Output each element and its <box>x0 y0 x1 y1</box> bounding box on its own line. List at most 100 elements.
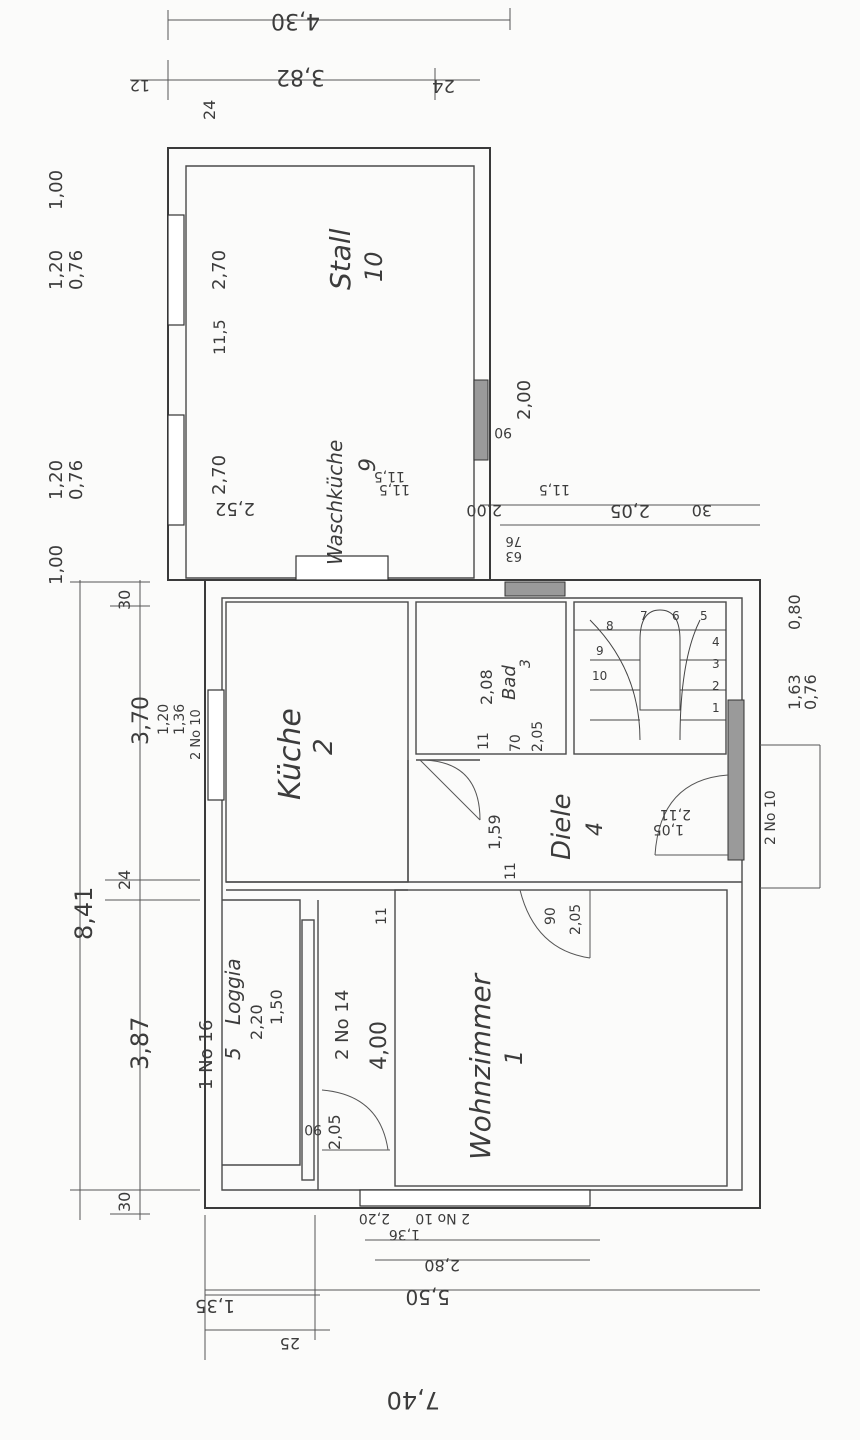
dim-top-total: 4,30 <box>271 8 320 33</box>
room-waschkuche-number: 9 <box>356 458 381 472</box>
room-wohnzimmer-d2: 11 <box>374 907 390 925</box>
bottom-dimensions: 2,80 5,50 1,35 25 7,40 <box>195 1215 760 1414</box>
note-mid-b: 0,76 <box>66 460 87 500</box>
room-waschkuche-d2: 11,5 <box>374 468 405 484</box>
stair-step-2: 2 <box>712 679 720 693</box>
room-wohnzimmer-number: 1 <box>500 1050 528 1065</box>
room-waschkuche: Waschküche 9 2,52 11,5 <box>215 440 405 565</box>
note-kuche-a: 1,20 <box>156 704 172 735</box>
room-loggia-number: 5 <box>221 1047 245 1060</box>
room-bad-name: Bad <box>499 665 520 700</box>
note-wohn-c: 2,20 <box>359 1210 390 1226</box>
dim-bottom-total: 7,40 <box>387 1386 440 1414</box>
stair-step-6: 6 <box>672 609 680 623</box>
dim-bottom-left: 1,35 <box>195 1295 235 1316</box>
note-wohn-a: 2 No 10 <box>415 1210 470 1226</box>
room-diele-door-a: 2,11 <box>660 806 691 822</box>
room-waschkuche-d1: 2,52 <box>215 498 255 519</box>
dim-left-total: 8,41 <box>70 887 98 940</box>
stair-step-10: 10 <box>592 669 607 683</box>
dim-left-wall-mid: 24 <box>115 870 134 890</box>
dim-top-main: 3,82 <box>276 64 325 89</box>
left-window-notes: 1,20 0,76 1,00 1,20 0,76 1,00 <box>46 170 87 585</box>
note-kuche-b: 1,36 <box>172 704 188 735</box>
room-loggia-name: Loggia <box>221 958 245 1025</box>
stair-step-7: 7 <box>640 609 648 623</box>
dim-right-b: 2,05 <box>610 500 650 521</box>
room-diele: Diele 4 1,59 11 90 2,05 2,11 1,05 2 No 1… <box>485 790 779 935</box>
note-kuche-c: 2 No 10 <box>189 709 204 760</box>
staircase: 1 2 3 4 5 6 7 8 9 10 63 76 <box>505 533 726 741</box>
room-diele-d1: 1,59 <box>485 814 504 850</box>
note-upper-a: 1,20 <box>46 250 67 290</box>
room-bad-d2: 11 <box>476 732 492 750</box>
walls <box>167 147 761 1209</box>
note-diele-c: 0,76 <box>801 674 820 710</box>
note-mid-c: 1,00 <box>46 545 67 585</box>
room-wohnzimmer-d1: 4,00 <box>367 1021 392 1070</box>
right-window-notes: 1,63 0,80 0,76 2,00 90 1,20 1,36 2 No 10… <box>156 380 820 1242</box>
room-wohnzimmer: Wohnzimmer 1 4,00 11 2,05 90 <box>304 907 528 1160</box>
note-mid-a: 1,20 <box>46 460 67 500</box>
stair-step-3: 3 <box>712 657 720 671</box>
room-diele-d2: 11 <box>503 862 519 880</box>
note-diele-b: 0,80 <box>785 594 804 630</box>
dim-top-wall-left: 12 <box>130 76 150 95</box>
note-stall-door-w: 90 <box>494 424 512 440</box>
room-bad: Bad 3 2,08 11 70 2,05 <box>476 659 546 752</box>
room-bad-d4: 2,05 <box>530 721 546 752</box>
room-stall-number: 10 <box>360 251 388 282</box>
stair-step-4: 4 <box>712 635 720 649</box>
room-wohnzimmer-name: Wohnzimmer <box>464 972 497 1160</box>
room-diele-door-c: 2 No 10 <box>763 790 779 845</box>
stair-step-1: 1 <box>712 701 720 715</box>
note-wohn-b: 1,36 <box>389 1226 420 1242</box>
stair-step-5: 5 <box>700 609 708 623</box>
room-wohnzimmer-d4: 90 <box>304 1121 322 1137</box>
dim-right-c: 11,5 <box>539 481 570 497</box>
room-wohnzimmer-d3: 2,05 <box>325 1114 344 1150</box>
note-upper-b: 0,76 <box>66 250 87 290</box>
door-swings <box>321 759 729 1151</box>
dim-bottom-main: 5,50 <box>405 1285 450 1309</box>
dim-left-wall-top: 30 <box>115 590 134 610</box>
room-loggia: 5 Loggia 2,20 1,50 1 No 16 2 No 14 <box>196 958 353 1090</box>
stair-step-9: 9 <box>596 644 604 658</box>
room-diele-d3: 90 <box>543 907 559 925</box>
room-stall-d2: 11,5 <box>210 319 229 355</box>
stair-vent-76: 76 <box>505 533 522 548</box>
openings <box>167 214 821 1207</box>
room-loggia-d2: 1,50 <box>267 989 286 1025</box>
dim-top-wall-right: 24 <box>432 75 455 96</box>
room-bad-number: 3 <box>518 659 534 668</box>
dim-left-wall-bottom: 30 <box>115 1192 134 1212</box>
room-stall-name: Stall <box>324 228 357 290</box>
note-diele-a: 1,63 <box>785 674 804 710</box>
room-kuche-number: 2 <box>309 738 339 755</box>
room-diele-door-b: 1,05 <box>653 821 684 837</box>
room-loggia-d4: 2 No 14 <box>332 990 353 1060</box>
dim-bottom-window: 2,80 <box>424 1256 460 1275</box>
stair-vent-63: 63 <box>505 548 522 563</box>
room-bad-d1: 2,08 <box>477 669 496 705</box>
room-loggia-d1: 2,20 <box>247 1004 266 1040</box>
dim-bottom-wall: 25 <box>280 1334 300 1353</box>
room-loggia-d3: 1 No 16 <box>196 1020 217 1090</box>
note-upper-c: 1,00 <box>46 170 67 210</box>
dim-top-corner: 24 <box>200 100 219 120</box>
room-kuche-name: Küche <box>273 708 308 800</box>
room-stall-d1: 2,70 <box>209 250 230 290</box>
left-dimensions: 8,41 3,70 3,87 30 24 30 <box>70 580 200 1220</box>
room-stall-d3: 2,70 <box>209 455 230 495</box>
room-diele-name: Diele <box>547 794 577 860</box>
dim-left-wohn: 3,87 <box>126 1017 154 1070</box>
room-diele-number: 4 <box>583 822 608 836</box>
dim-right-a: 30 <box>692 501 712 520</box>
note-stall-door: 2,00 <box>514 380 535 420</box>
dim-right-d: 2,00 <box>466 501 502 520</box>
room-stall: Stall 10 2,70 11,5 2,70 <box>209 228 388 495</box>
top-dimensions: 4,30 3,82 12 24 24 <box>130 8 511 120</box>
dim-left-kuche: 3,70 <box>129 696 154 745</box>
room-kuche: Küche 2 <box>273 708 339 800</box>
